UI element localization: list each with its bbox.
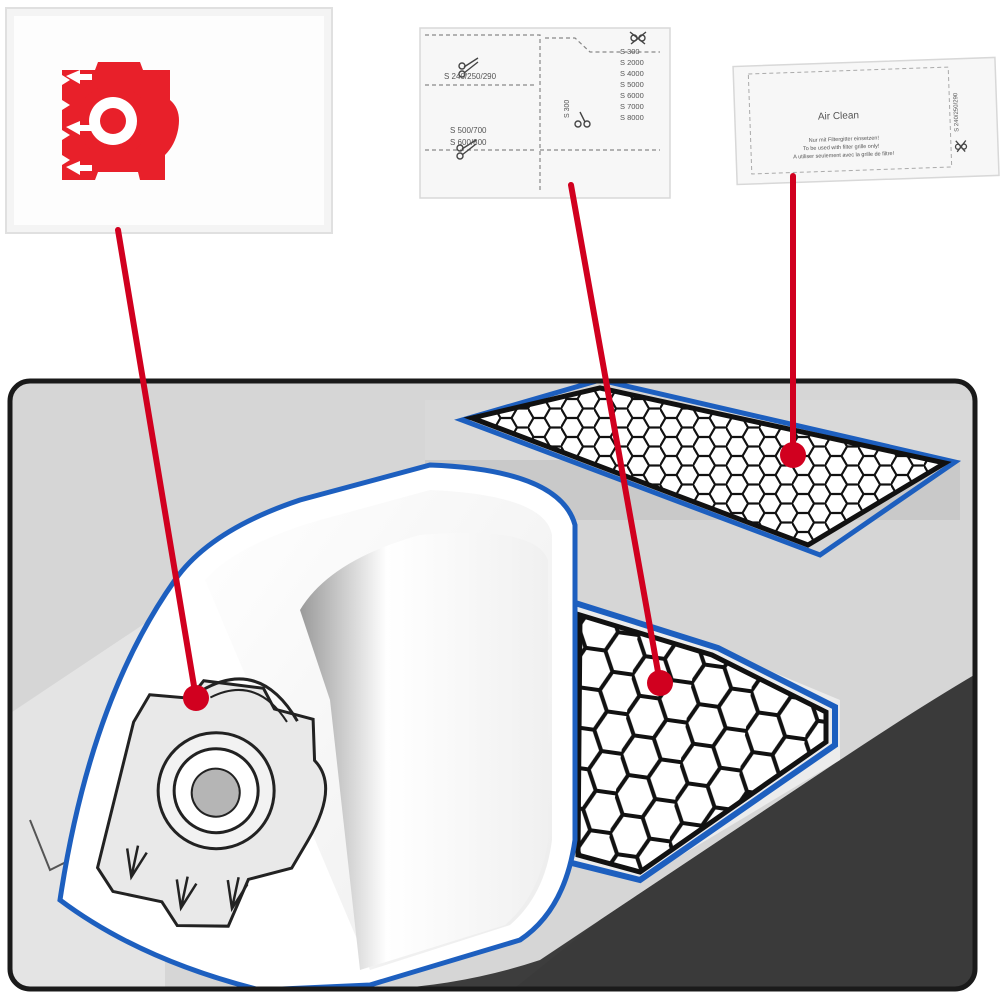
dust-bag-photo (5, 7, 333, 234)
pointer-air-clean (780, 173, 806, 468)
air-clean-filter-photo: Air Clean Nur mit Filtergitter einsetzen… (732, 56, 1000, 186)
arrow-icon (66, 70, 92, 175)
dust-bag-installed (57, 462, 578, 989)
svg-text:S 7000: S 7000 (620, 102, 644, 111)
bag-collar (95, 677, 328, 928)
air-clean-line-2: To be used with filter grille only! (803, 144, 880, 153)
motor-filter-photo: S 240/250/290 S 500/700 S 600/800 S 300 … (419, 27, 671, 199)
svg-text:S 8000: S 8000 (620, 113, 644, 122)
vacuum-interior-illustration (7, 378, 978, 992)
air-clean-line-1: Nur mit Filtergitter einsetzen! (809, 136, 880, 144)
svg-text:S 5000: S 5000 (620, 80, 644, 89)
motor-filter-label-2: S 500/700 (450, 126, 487, 135)
air-clean-title: Air Clean (818, 110, 859, 122)
svg-text:S 6000: S 6000 (620, 91, 644, 100)
motor-filter-label-3: S 600/800 (450, 138, 487, 147)
bag-collar-logo (62, 62, 179, 180)
arrow-icon (125, 845, 249, 913)
air-clean-filter-installed (454, 381, 962, 558)
pointer-bag (115, 227, 209, 711)
svg-text:S 2000: S 2000 (620, 58, 644, 67)
scissors-icon (456, 31, 647, 160)
air-clean-line-3: A utiliser seulement avec la grille de f… (793, 151, 894, 161)
svg-text:S 300: S 300 (620, 47, 640, 56)
air-clean-side-code: S 240/250/290 (953, 92, 960, 132)
svg-text:S 4000: S 4000 (620, 69, 644, 78)
pointer-motor-filter (568, 182, 673, 696)
motor-filter-side-label: S 300 (564, 100, 571, 118)
motor-filter-label-1: S 240/250/290 (444, 72, 497, 81)
motor-filter-models: S 300 S 2000 S 4000 S 5000 S 6000 S 7000… (620, 47, 644, 122)
scissors-icon (954, 140, 968, 153)
